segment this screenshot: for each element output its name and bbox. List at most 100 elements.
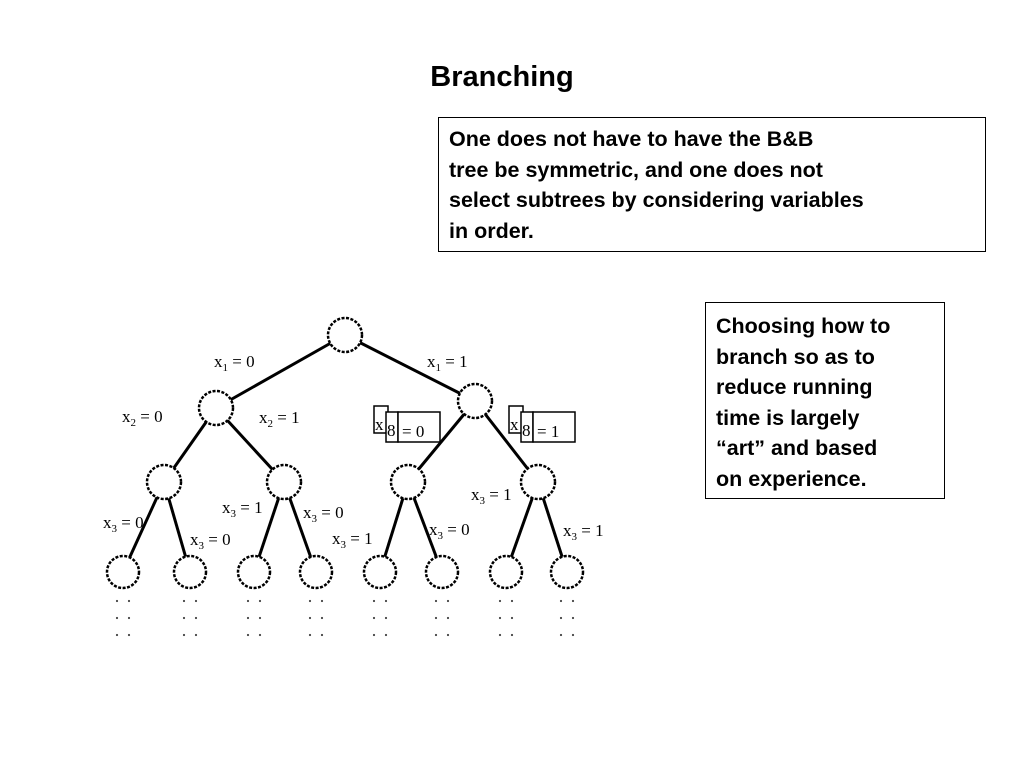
edge-label: x3 = 0 xyxy=(303,503,344,525)
tree-node xyxy=(424,554,460,590)
continuation-dot xyxy=(559,633,563,637)
edge-label: x3 = 0 xyxy=(190,530,231,552)
note-right-line: reduce running xyxy=(716,375,873,399)
continuation-dot xyxy=(498,633,502,637)
tree-node xyxy=(326,316,364,354)
tree-node xyxy=(549,554,585,590)
continuation-dot xyxy=(510,599,514,603)
label-frame xyxy=(532,411,576,443)
edge-label: x2 = 1 xyxy=(259,408,300,430)
continuation-dot xyxy=(194,616,198,620)
continuation-dot xyxy=(384,599,388,603)
tree-node xyxy=(197,389,235,427)
continuation-dot xyxy=(559,616,563,620)
label-var-letter: x xyxy=(375,415,384,434)
continuation-dot xyxy=(320,599,324,603)
note-top-line: One does not have to have the B&B xyxy=(449,127,814,151)
continuation-dot xyxy=(510,633,514,637)
tree-node xyxy=(488,554,524,590)
continuation-dot xyxy=(246,599,250,603)
continuation-dot xyxy=(115,633,119,637)
continuation-dot xyxy=(446,616,450,620)
edge-label: x2 = 0 xyxy=(122,407,163,429)
continuation-dot xyxy=(127,599,131,603)
tree-edge xyxy=(215,333,346,410)
continuation-dot xyxy=(372,616,376,620)
edge-label: x3 = 0 xyxy=(103,513,144,535)
note-top-line: tree be symmetric, and one does not xyxy=(449,157,823,182)
note-top-line: select subtrees by considering variables xyxy=(449,188,864,212)
continuation-dot xyxy=(571,616,575,620)
tree-node xyxy=(519,463,557,501)
continuation-dot xyxy=(246,616,250,620)
note-right-line: “art” and based xyxy=(716,436,878,460)
tree-node xyxy=(105,554,141,590)
continuation-dot xyxy=(246,633,250,637)
tree-node xyxy=(298,554,334,590)
continuation-dot xyxy=(434,633,438,637)
label-var-letter: x xyxy=(510,415,519,434)
tree-node xyxy=(145,463,183,501)
continuation-dot xyxy=(258,633,262,637)
label-frame xyxy=(397,411,441,443)
note-top-line: in order. xyxy=(449,218,534,243)
note-right-line: Choosing how to xyxy=(716,314,891,338)
edge-label: x1 = 0 xyxy=(214,352,255,374)
note-box-right: Choosing how to branch so as to reduce r… xyxy=(705,302,945,499)
continuation-dot xyxy=(115,599,119,603)
tree-node xyxy=(172,554,208,590)
continuation-dot xyxy=(182,599,186,603)
continuation-dot xyxy=(308,616,312,620)
continuation-dot xyxy=(571,633,575,637)
label-var-index: 8 xyxy=(387,421,396,440)
tree-node xyxy=(362,554,398,590)
slide-title: Branching xyxy=(430,61,574,93)
continuation-dot xyxy=(127,633,131,637)
continuation-dot xyxy=(308,599,312,603)
label-equation: = 0 xyxy=(402,422,424,441)
continuation-dot xyxy=(434,616,438,620)
continuation-dot xyxy=(115,616,119,620)
continuation-dot xyxy=(320,616,324,620)
continuation-dot xyxy=(194,599,198,603)
continuation-dot xyxy=(571,599,575,603)
note-box-top: One does not have to have the B&B tree b… xyxy=(438,117,986,252)
tree-node xyxy=(389,463,427,501)
continuation-dot xyxy=(372,633,376,637)
tree-node xyxy=(265,463,303,501)
edge-label: x1 = 1 xyxy=(427,352,468,374)
continuation-dot xyxy=(498,599,502,603)
continuation-dot xyxy=(182,616,186,620)
continuation-dot xyxy=(559,599,563,603)
continuation-dot xyxy=(127,616,131,620)
continuation-dot xyxy=(258,599,262,603)
continuation-dot xyxy=(434,599,438,603)
note-right-line: time is largely xyxy=(716,405,860,430)
continuation-dot xyxy=(510,616,514,620)
tree-node xyxy=(236,554,272,590)
continuation-dot xyxy=(258,616,262,620)
note-right-line: branch so as to xyxy=(716,344,875,369)
edge-label: x3 = 1 xyxy=(332,529,373,551)
continuation-dot xyxy=(308,633,312,637)
continuation-dot xyxy=(446,633,450,637)
tree-edge xyxy=(344,333,476,403)
continuation-dot xyxy=(384,616,388,620)
edge-label: x3 = 0 xyxy=(429,520,470,542)
continuation-dot xyxy=(498,616,502,620)
tree-node xyxy=(456,382,494,420)
label-var-index: 8 xyxy=(522,421,531,440)
continuation-dot xyxy=(320,633,324,637)
edge-label: x3 = 1 xyxy=(471,485,512,507)
edge-label: x3 = 1 xyxy=(222,498,263,520)
label-equation: = 1 xyxy=(537,422,559,441)
continuation-dot xyxy=(372,599,376,603)
continuation-dot xyxy=(182,633,186,637)
edge-label: x3 = 1 xyxy=(563,521,604,543)
continuation-dot xyxy=(194,633,198,637)
continuation-dot xyxy=(446,599,450,603)
continuation-dot xyxy=(384,633,388,637)
